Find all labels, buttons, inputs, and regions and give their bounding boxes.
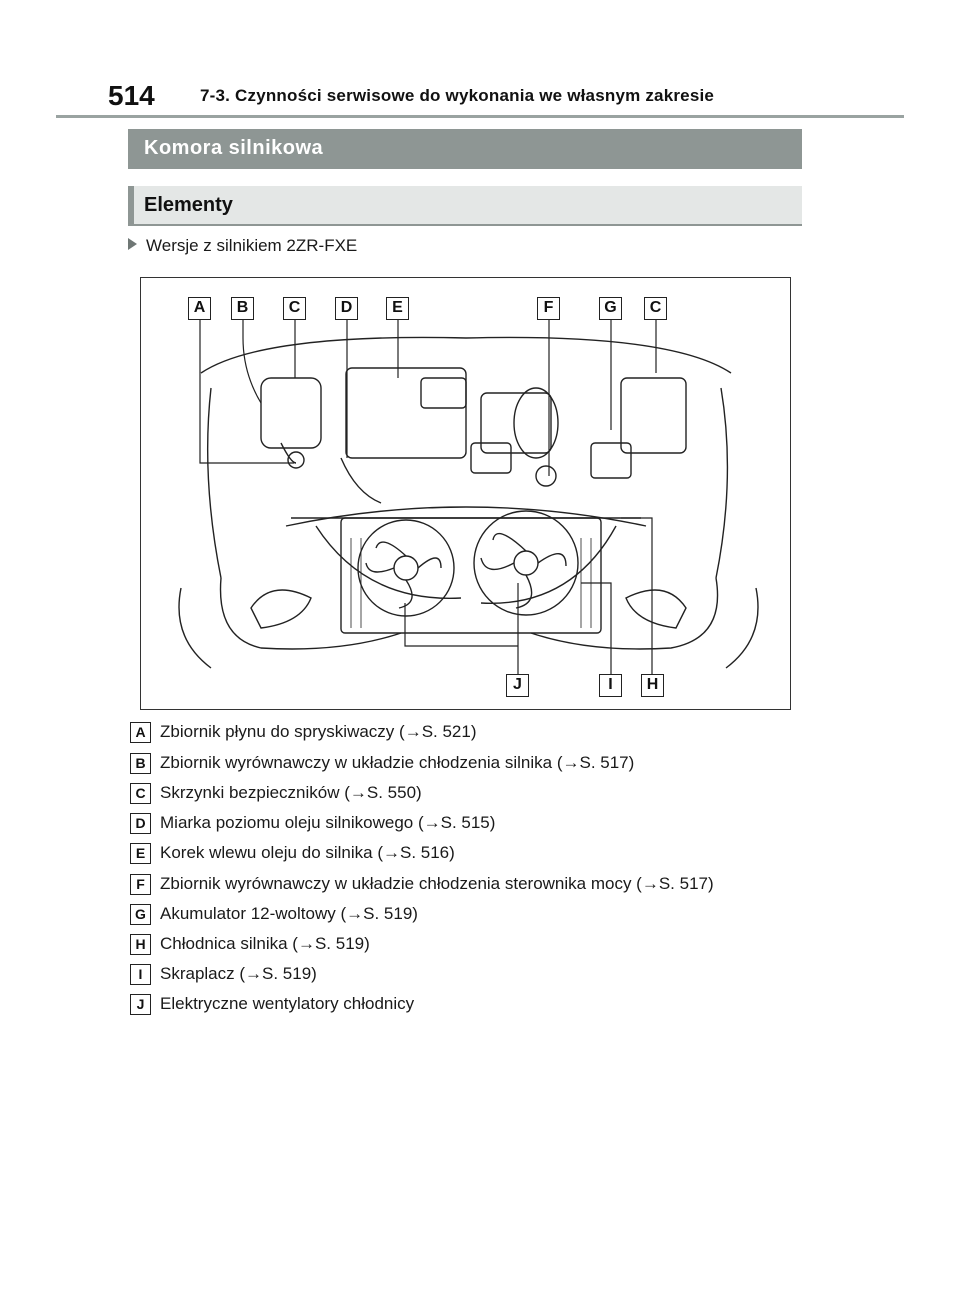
subsection-title: Elementy: [144, 194, 233, 216]
engine-bay-figure: A B C D E F G C J I H: [140, 277, 791, 710]
header-rule: [56, 115, 904, 118]
legend-key: E: [130, 843, 151, 864]
legend-text: Korek wlewu oleju do silnika (→S. 516): [160, 843, 455, 862]
legend-key: A: [130, 722, 151, 743]
legend-text: Miarka poziomu oleju silnikowego (→S. 51…: [160, 813, 496, 832]
callout-h: H: [641, 674, 664, 697]
legend-text: Skraplacz (→S. 519): [160, 964, 317, 983]
legend-text: Akumulator 12-woltowy (→S. 519): [160, 904, 418, 923]
legend-key: C: [130, 783, 151, 804]
legend-key: H: [130, 934, 151, 955]
section-title-bar: Komora silnikowa: [128, 129, 802, 169]
legend-key: B: [130, 753, 151, 774]
triangle-bullet-icon: [128, 238, 137, 250]
callout-a: A: [188, 297, 211, 320]
legend-key: J: [130, 994, 151, 1015]
legend-text: Elektryczne wentylatory chłodnicy: [160, 994, 415, 1013]
subsection-title-bar: Elementy: [128, 186, 802, 226]
legend-text: Zbiornik wyrównawczy w układzie chłodzen…: [160, 874, 714, 893]
legend-key: G: [130, 904, 151, 925]
callout-b: B: [231, 297, 254, 320]
legend-key: I: [130, 964, 151, 985]
running-head: 7-3. Czynności serwisowe do wykonania we…: [200, 86, 715, 105]
section-title: Komora silnikowa: [144, 137, 324, 159]
callout-c: C: [283, 297, 306, 320]
legend-key: D: [130, 813, 151, 834]
legend-text: Skrzynki bezpieczników (→S. 550): [160, 783, 422, 802]
callout-i: I: [599, 674, 622, 697]
legend-text: Zbiornik płynu do spryskiwaczy (→S. 521): [160, 722, 477, 741]
legend-text: Zbiornik wyrównawczy w układzie chłodzen…: [160, 753, 635, 772]
callout-g: G: [599, 297, 622, 320]
callout-j: J: [506, 674, 529, 697]
callout-e: E: [386, 297, 409, 320]
callout-f: F: [537, 297, 560, 320]
legend-key: F: [130, 874, 151, 895]
subsection-accent: [128, 186, 134, 224]
page-number: 514: [108, 80, 155, 111]
engine-bay-illustration: [178, 320, 759, 674]
variant-line: Wersje z silnikiem 2ZR-FXE: [128, 236, 357, 256]
callout-c-right: C: [644, 297, 667, 320]
callout-d: D: [335, 297, 358, 320]
variant-label: Wersje z silnikiem 2ZR-FXE: [146, 236, 358, 255]
legend-text: Chłodnica silnika (→S. 519): [160, 934, 370, 953]
